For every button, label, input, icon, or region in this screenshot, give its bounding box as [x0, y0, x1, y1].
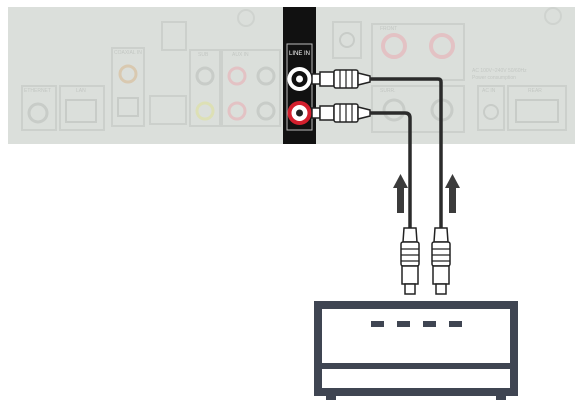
speaker-terminal-red — [381, 33, 407, 59]
yellow-port — [195, 101, 215, 121]
optical-port — [117, 97, 139, 117]
aux-port-red — [227, 101, 247, 121]
panel-port — [339, 32, 355, 48]
coaxial-frame — [111, 47, 145, 127]
device-indicator — [371, 321, 384, 327]
power-note: AC 100V~240V 50/60Hz — [472, 68, 527, 74]
power-note: Power consumption — [472, 75, 516, 81]
aux-port-red — [227, 66, 247, 86]
device-indicator — [423, 321, 436, 327]
sub-frame — [189, 49, 221, 127]
panel-box — [332, 21, 362, 59]
ac-port — [483, 104, 499, 120]
speaker-terminal-red — [429, 33, 455, 59]
panel-box — [149, 95, 187, 125]
panel-box — [161, 21, 187, 51]
line-in-jack-red — [287, 101, 312, 125]
aux-port-white — [256, 66, 276, 86]
line-in-label: LINE IN — [289, 51, 310, 57]
aux-label: AUX IN — [232, 52, 249, 58]
rca-plug-bottom-left — [400, 227, 420, 295]
ethernet-label: ETHERNET — [24, 88, 51, 94]
device-foot — [326, 392, 336, 400]
aux-frame — [221, 49, 281, 127]
speaker-frame — [371, 85, 465, 133]
sub-port — [195, 66, 215, 86]
device-indicator — [397, 321, 410, 327]
arrow-up-icon — [393, 174, 408, 213]
rca-plug-bottom-right — [431, 227, 451, 295]
screw-icon — [237, 9, 255, 27]
audio-device-icon — [314, 301, 518, 400]
screw-icon — [544, 7, 562, 25]
speaker-terminal — [382, 98, 406, 122]
lan-frame — [59, 85, 105, 131]
speaker-front-label: FRONT — [380, 26, 397, 32]
device-foot — [496, 392, 506, 400]
device-body — [314, 301, 518, 396]
coaxial-label: COAXIAL IN — [114, 50, 142, 56]
cable-white — [370, 77, 443, 228]
rear-frame — [507, 85, 567, 131]
line-in-panel: LINE IN — [283, 7, 316, 144]
line-in-jack-white — [287, 67, 312, 91]
device-indicator — [449, 321, 462, 327]
ethernet-frame — [21, 85, 57, 131]
lan-label: LAN — [76, 88, 86, 94]
device-divider — [322, 363, 510, 369]
rca-plug-top-white — [311, 69, 371, 89]
rca-plug-top-red — [311, 103, 371, 123]
aux-port-white — [256, 101, 276, 121]
lan-port — [65, 99, 97, 123]
cable-red — [370, 111, 412, 228]
coaxial-port — [118, 64, 138, 84]
rear-socket — [515, 99, 559, 123]
ac-in-frame — [477, 85, 505, 131]
rear-label: REAR — [528, 88, 542, 94]
ac-in-label: AC IN — [482, 88, 496, 94]
coax-port — [27, 102, 49, 124]
speaker-surround-label: SURR. — [380, 88, 396, 94]
line-in-frame — [286, 43, 313, 131]
sub-label: SUB — [198, 52, 209, 58]
arrow-up-icon — [445, 174, 460, 213]
